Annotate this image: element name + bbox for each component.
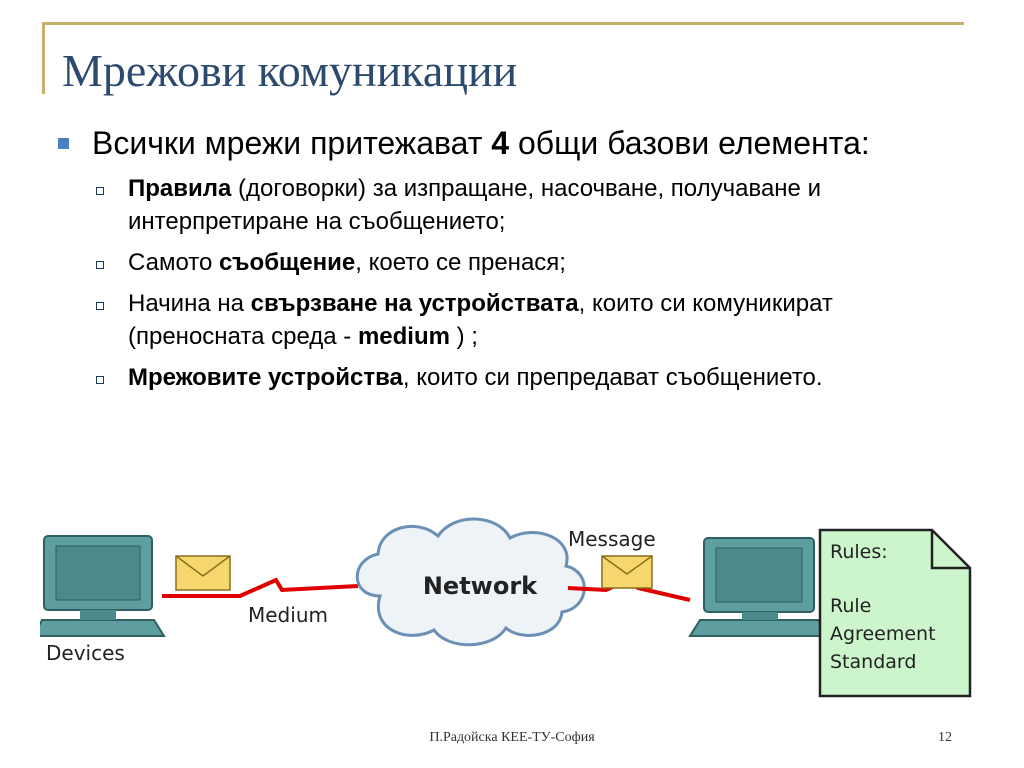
rules-item-rule: Rule (830, 595, 871, 617)
hollow-square-bullet-icon (96, 376, 104, 384)
right-computer-icon (688, 537, 832, 637)
hollow-square-bullet-icon (96, 302, 104, 310)
square-bullet-icon (58, 138, 69, 149)
left-medium-link (162, 577, 359, 598)
rules-item-standard: Standard (830, 651, 916, 673)
frame-top-line (42, 22, 964, 25)
footer-author: П.Радойска КЕЕ-ТУ-София (429, 730, 595, 745)
rules-note-icon (818, 528, 972, 698)
sub-bullet-rules: Правила (договорки) за изпращане, насочв… (58, 172, 938, 238)
page-number: 12 (938, 730, 952, 745)
message-label: Message (568, 527, 656, 551)
network-cloud-icon (355, 517, 586, 647)
rules-title: Rules: (830, 541, 888, 563)
rules-item-agreement: Agreement (830, 623, 936, 645)
sub-bullet-message: Самото съобщение, което се пренася; (58, 246, 938, 279)
right-envelope-icon (601, 555, 653, 589)
main-bullet: Всички мрежи притежават 4 общи базови ел… (58, 122, 938, 164)
bullet-list: Всички мрежи притежават 4 общи базови ел… (58, 122, 938, 394)
frame-left-line (42, 22, 45, 94)
sub-bullet-devices: Мрежовите устройства, които си препредав… (58, 361, 938, 394)
hollow-square-bullet-icon (96, 187, 104, 195)
devices-label: Devices (46, 641, 125, 665)
medium-label: Medium (248, 603, 328, 627)
left-computer-icon (40, 535, 166, 637)
hollow-square-bullet-icon (96, 261, 104, 269)
network-diagram: Devices Medium Network Message Rules: Ru… (40, 517, 972, 698)
left-envelope-icon (175, 555, 231, 591)
network-label: Network (423, 572, 538, 600)
slide-title: Мрежови комуникации (62, 45, 518, 96)
sub-bullet-medium: Начина на свързване на устройствата, кои… (58, 287, 938, 353)
